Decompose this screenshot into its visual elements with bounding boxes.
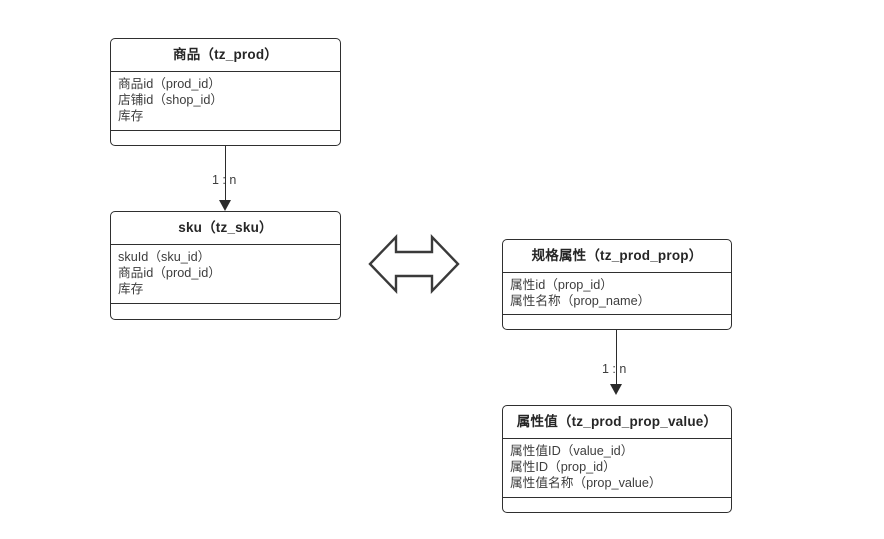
attribute-row: 商品id（prod_id）	[118, 265, 221, 280]
entity-box-tz-prod-prop[interactable]: 规格属性（tz_prod_prop） 属性id（prop_id） 属性名称（pr…	[502, 239, 732, 330]
connector-label-prod-to-sku: 1 : n	[212, 173, 237, 187]
entity-separator	[503, 437, 731, 439]
entity-separator	[111, 129, 340, 131]
entity-separator	[503, 496, 731, 498]
entity-separator	[111, 243, 340, 245]
attribute-row: 库存	[118, 109, 144, 124]
entity-title-tz-prod: 商品（tz_prod）	[173, 47, 278, 62]
entity-title-tz-prod-prop-value: 属性值（tz_prod_prop_value）	[516, 414, 718, 429]
attribute-row: 属性值名称（prop_value）	[510, 476, 662, 491]
entity-box-tz-prod-prop-value[interactable]: 属性值（tz_prod_prop_value） 属性值ID（value_id） …	[502, 405, 732, 513]
entity-attributes-tz-sku: skuId（sku_id） 商品id（prod_id） 库存	[111, 245, 340, 303]
attribute-row: 店铺id（shop_id）	[118, 92, 224, 107]
attribute-row: skuId（sku_id）	[118, 249, 211, 264]
attribute-row: 库存	[118, 282, 144, 297]
attribute-row: 属性ID（prop_id）	[510, 459, 616, 474]
arrowhead-icon	[219, 200, 231, 211]
entity-box-tz-prod[interactable]: 商品（tz_prod） 商品id（prod_id） 店铺id（shop_id） …	[110, 38, 341, 146]
attribute-row: 商品id（prod_id）	[118, 76, 221, 91]
entity-attributes-tz-prod-prop-value: 属性值ID（value_id） 属性ID（prop_id） 属性值名称（prop…	[503, 439, 731, 497]
entity-separator	[111, 302, 340, 304]
entity-separator	[503, 271, 731, 273]
entity-separator	[111, 70, 340, 72]
attribute-row: 属性值ID（value_id）	[510, 443, 634, 458]
connector-label-prop-to-prop-value: 1 : n	[602, 362, 627, 376]
connector-line	[616, 330, 617, 386]
entity-title-tz-prod-prop: 规格属性（tz_prod_prop）	[531, 248, 703, 263]
entity-attributes-tz-prod: 商品id（prod_id） 店铺id（shop_id） 库存	[111, 72, 340, 130]
double-headed-arrow-svg	[368, 234, 460, 294]
entity-attributes-tz-prod-prop: 属性id（prop_id） 属性名称（prop_name）	[503, 273, 731, 315]
bidirectional-arrow-icon	[368, 234, 460, 294]
arrowhead-icon	[610, 384, 622, 395]
entity-separator	[503, 314, 731, 316]
entity-title-tz-sku: sku（tz_sku）	[178, 220, 273, 235]
entity-box-tz-sku[interactable]: sku（tz_sku） skuId（sku_id） 商品id（prod_id） …	[110, 211, 341, 320]
attribute-row: 属性id（prop_id）	[510, 277, 613, 292]
attribute-row: 属性名称（prop_name）	[510, 293, 651, 308]
